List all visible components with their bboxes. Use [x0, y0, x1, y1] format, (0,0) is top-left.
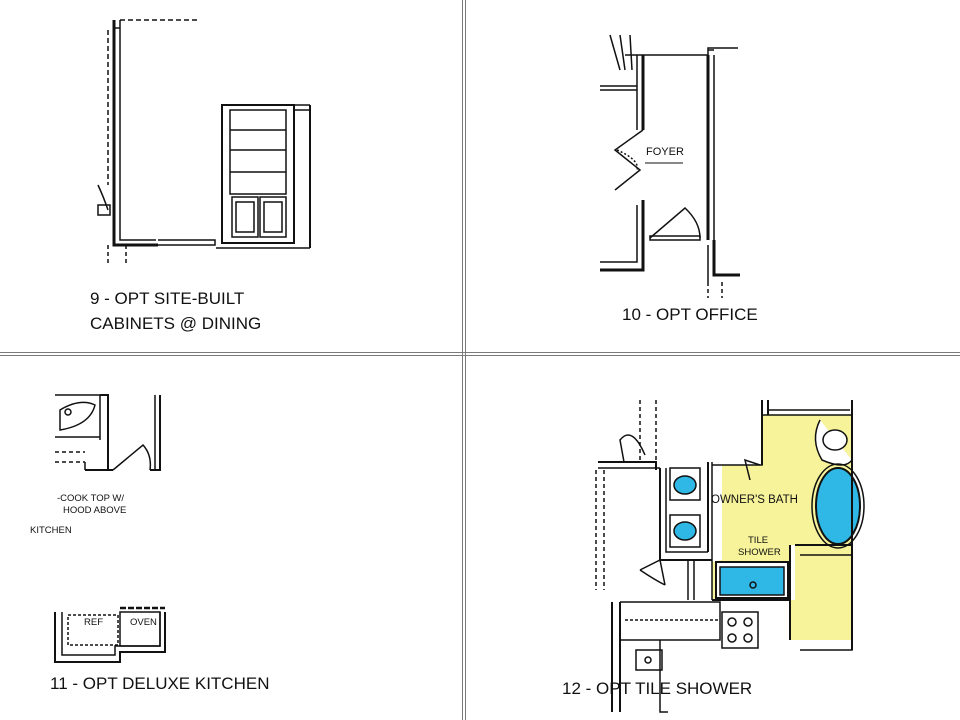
kitchen-label: KITCHEN	[30, 525, 72, 536]
horizontal-divider	[0, 352, 960, 356]
panel-10-caption: 10 - OPT OFFICE	[622, 305, 758, 324]
cooktop-label-1: -COOK TOP W/	[57, 493, 125, 504]
oven-label: OVEN	[130, 617, 157, 628]
panel-9-caption-line2: CABINETS @ DINING	[90, 314, 262, 333]
shower-label: SHOWER	[738, 547, 781, 558]
panel-9-caption-line1: 9 - OPT SITE-BUILT	[90, 289, 245, 308]
panel-9-plan	[97, 19, 311, 265]
panel-12-caption: 12 - OPT TILE SHOWER	[562, 679, 753, 698]
owners-bath-label: OWNER'S BATH	[711, 494, 798, 506]
foyer-label: FOYER	[646, 146, 684, 158]
panel-11-plan	[54, 394, 166, 663]
panel-10-plan	[600, 34, 740, 298]
panel-11-caption: 11 - OPT DELUXE KITCHEN	[50, 674, 270, 693]
ref-label: REF	[84, 617, 103, 628]
cooktop-label-2: HOOD ABOVE	[63, 505, 127, 516]
panel-12-plan	[595, 400, 865, 713]
tile-label: TILE	[748, 535, 769, 546]
dining-cabinet	[216, 104, 311, 249]
vertical-divider	[462, 0, 466, 720]
